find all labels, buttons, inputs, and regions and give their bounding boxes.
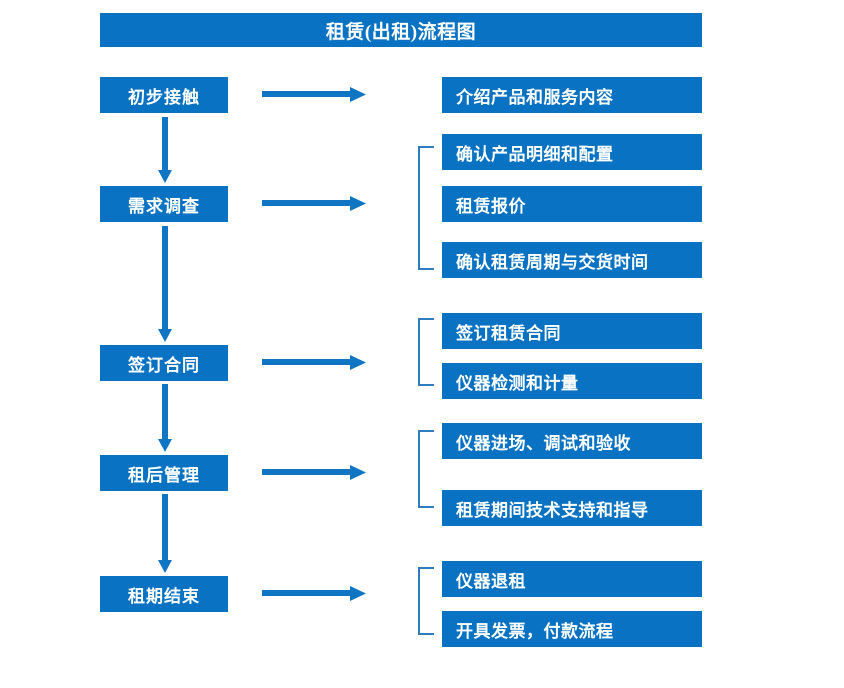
stage-box[interactable]: 租后管理 [100,455,228,491]
bracket-group-xuqiudiaocha [418,146,440,270]
bracket-top-stub [418,567,434,569]
bracket-top-stub [418,318,434,320]
bracket-bottom-stub [418,506,434,508]
detail-box[interactable]: 租赁报价 [442,186,702,222]
bracket-group-qiandinghetong [418,318,440,386]
stage-box[interactable]: 租期结束 [100,576,228,612]
arrow-stage-4-to-details [262,461,366,485]
arrow-stage-3-to-details [262,351,366,375]
arrow-chubujiechu-to-xuqiudiaocha [156,117,174,183]
bracket-bottom-stub [418,268,434,270]
bracket-spine [418,567,420,635]
stage-box[interactable]: 初步接触 [100,77,228,113]
bracket-group-zuhouguanli [418,430,440,508]
bracket-group-zuqijieshu [418,567,440,635]
arrow-xuqiudiaocha-to-qiandinghetong [156,226,174,342]
bracket-top-stub [418,430,434,432]
detail-box[interactable]: 仪器进场、调试和验收 [442,423,702,459]
detail-box[interactable]: 确认租赁周期与交货时间 [442,242,702,278]
arrow-stage-2-to-details [262,192,366,216]
stage-box[interactable]: 需求调查 [100,186,228,222]
page-title: 租赁(出租)流程图 [100,13,702,47]
stage-box[interactable]: 签订合同 [100,345,228,381]
bracket-spine [418,146,420,270]
detail-box[interactable]: 确认产品明细和配置 [442,134,702,170]
detail-box[interactable]: 仪器检测和计量 [442,363,702,399]
detail-box[interactable]: 仪器退租 [442,561,702,597]
detail-box[interactable]: 开具发票，付款流程 [442,611,702,647]
bracket-bottom-stub [418,633,434,635]
arrow-zuhouguanli-to-zuqijieshu [156,494,174,573]
bracket-spine [418,430,420,508]
arrow-stage-5-to-details [262,582,366,606]
bracket-bottom-stub [418,384,434,386]
arrow-qiandinghetong-to-zuhouguanli [156,384,174,452]
arrow-stage-1-to-details [262,83,366,107]
detail-box[interactable]: 介绍产品和服务内容 [442,77,702,113]
detail-box[interactable]: 签订租赁合同 [442,313,702,349]
detail-box[interactable]: 租赁期间技术支持和指导 [442,490,702,526]
bracket-spine [418,318,420,386]
bracket-top-stub [418,146,434,148]
